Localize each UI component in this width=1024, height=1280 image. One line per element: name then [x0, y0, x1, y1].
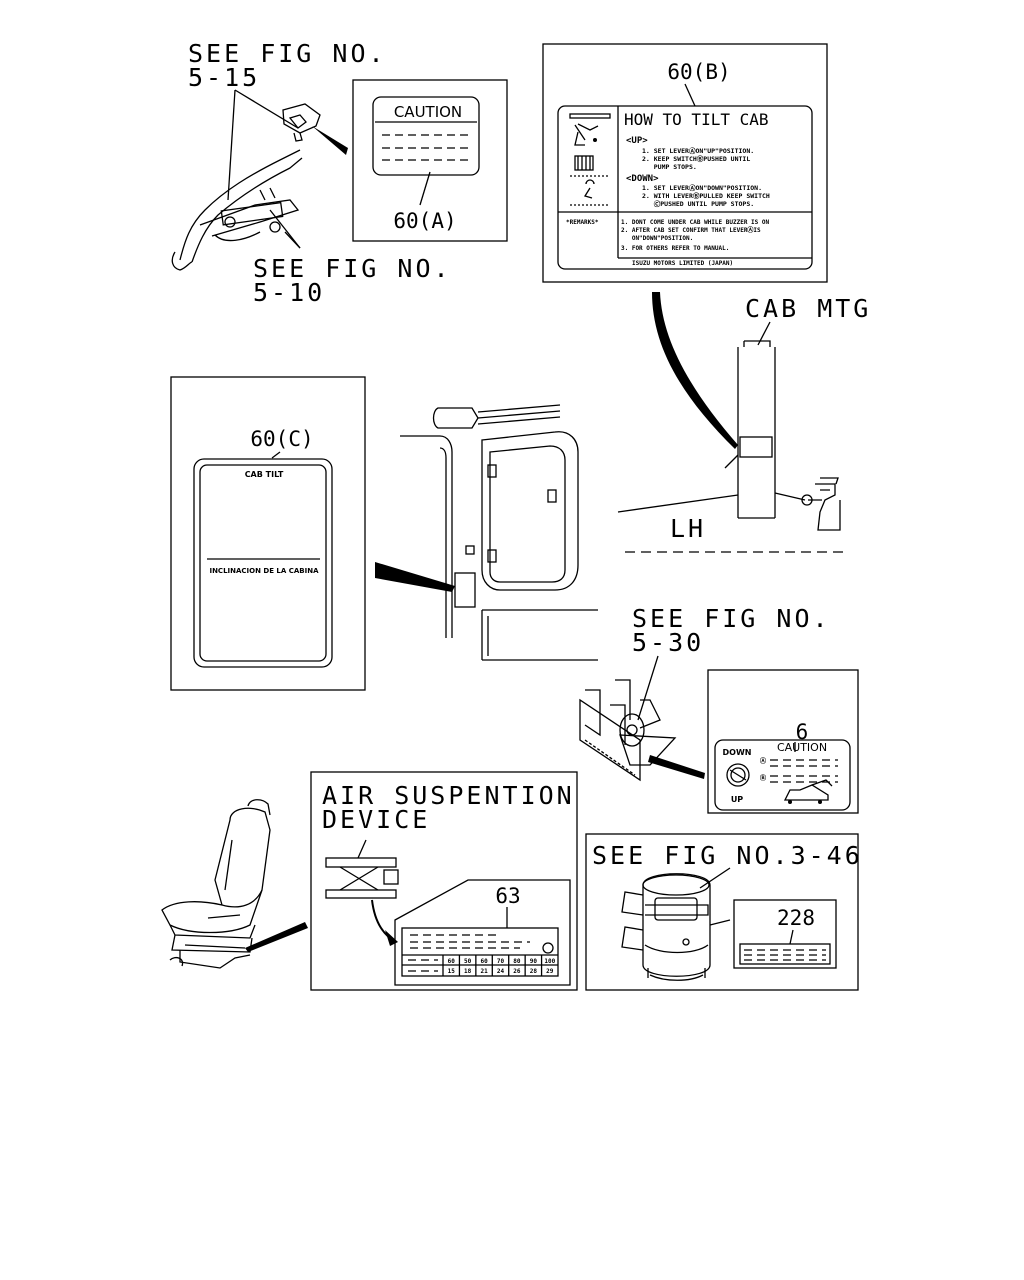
pump-bracket-part: [579, 679, 677, 782]
svg-text:CAB MTG: CAB MTG: [745, 294, 871, 323]
label-63-row1-cell: 100: [544, 958, 555, 965]
air-suspension-title-1: AIR SUSPENTION: [322, 781, 575, 810]
lock-bracket-part: [282, 103, 321, 142]
svg-text:5-30: 5-30: [632, 628, 704, 657]
label-228-part-no: 228: [777, 906, 815, 930]
label-63-row2-cell: 21: [480, 968, 488, 975]
air-tank-part: [621, 873, 731, 981]
svg-text:Ⓐ: Ⓐ: [760, 757, 766, 765]
label-63-row2-cell: 18: [464, 968, 472, 975]
svg-text:5-15: 5-15: [188, 63, 260, 92]
pointer-arrow-60b: [652, 292, 738, 449]
pointer-arrow-60c: [375, 562, 455, 592]
label-60b-down-step-1: 1. SET LEVERⒶON"DOWN"POSITION.: [642, 183, 762, 192]
label-228-panel: 228: [733, 899, 837, 969]
cab-door-sketch: [400, 404, 598, 661]
air-suspension-title-2: DEVICE: [322, 805, 430, 834]
label-60b-up-step-1: 1. SET LEVERⒶON"UP"POSITION.: [642, 146, 754, 155]
label-63-row2-cell: 29: [546, 968, 554, 975]
pointer-arrow-6: [648, 755, 705, 779]
label-6-up-label: UP: [731, 795, 743, 804]
svg-text:SEE FIG NO.: SEE FIG NO.: [253, 254, 452, 283]
label-60b-down-step-2: 2. WITH LEVERⒷPULLED KEEP SWITCH: [642, 191, 770, 200]
cab-mtg-callout: CAB MTG: [745, 294, 871, 323]
tilt-pictogram-icon: [569, 113, 611, 206]
label-60a-part-no: 60(A): [393, 209, 456, 233]
label-63-row1-cell: 50: [464, 958, 472, 965]
truck-pictogram-icon: [783, 779, 833, 804]
see-fig-5-10-callout: SEE FIG NO. 5-10: [253, 254, 452, 307]
pointer-arrow-seat: [245, 922, 308, 952]
label-60b-remark-1: 1. DONT COME UNDER CAB WHILE BUZZER IS O…: [621, 219, 769, 226]
label-63-row2-cell: 28: [530, 968, 538, 975]
label-6-part-no: 6: [796, 720, 809, 744]
label-63-row1-cell: 80: [513, 958, 521, 965]
label-60b-remark-3: ON"DOWN"POSITION.: [621, 235, 693, 242]
label-60b-panel: 60(B) HOW TO TILT CAB <UP> 1. SET LEVERⒶ…: [542, 43, 828, 283]
see-fig-5-15-callout: SEE FIG NO. 5-15: [188, 39, 387, 92]
label-63-row1-cell: 90: [530, 958, 538, 965]
label-60a-title: CAUTION: [394, 103, 462, 121]
label-63-table: 60 15 50 18 60 21 70 24 80 26 90 28 100 29: [408, 955, 556, 976]
cab-tilt-mechanism: [171, 149, 303, 271]
driver-seat-part: [161, 799, 271, 969]
label-60a-panel: CAUTION 60(A): [352, 79, 508, 242]
label-63-row1-cell: 60: [480, 958, 488, 965]
label-63-row1-cell: 60: [448, 958, 456, 965]
label-60c-top-text: CAB TILT: [245, 470, 284, 479]
label-6-panel: 6 DOWN UP CAUTION Ⓐ Ⓑ: [707, 669, 859, 814]
label-60b-title: HOW TO TILT CAB: [624, 110, 769, 129]
label-63-row1-cell: 70: [497, 958, 505, 965]
see-fig-3-46-callout: SEE FIG NO.3-46: [592, 841, 863, 870]
label-60b-remark-2: 2. AFTER CAB SET CONFIRM THAT LEVERⒶIS: [621, 226, 761, 234]
label-60b-remarks-label: *REMARKS*: [566, 219, 599, 226]
label-60b-remark-4: 3. FOR OTHERS REFER TO MANUAL.: [621, 245, 729, 252]
see-fig-3-46-panel: SEE FIG NO.3-46 228: [585, 833, 863, 991]
svg-text:SEE FIG NO.: SEE FIG NO.: [188, 39, 387, 68]
label-60b-up-step-3: PUMP STOPS.: [642, 163, 697, 171]
svg-text:Ⓑ: Ⓑ: [760, 774, 766, 782]
label-63-part-no: 63: [495, 884, 520, 908]
label-60b-down-heading: <DOWN>: [626, 174, 659, 184]
cab-mount-structure: [617, 340, 843, 553]
svg-text:5-10: 5-10: [253, 278, 325, 307]
label-60b-up-step-2: 2. KEEP SWITCHⒷPUSHED UNTIL: [642, 154, 750, 163]
label-6-title: CAUTION: [777, 741, 827, 754]
label-63-row2-cell: 15: [448, 968, 456, 975]
label-60b-part-no: 60(B): [667, 60, 730, 84]
label-60c-bottom-text: INCLINACION DE LA CABINA: [209, 567, 319, 575]
air-suspension-panel: AIR SUSPENTION DEVICE 63: [310, 771, 578, 991]
see-fig-5-30-callout: SEE FIG NO. 5-30: [632, 604, 831, 657]
lh-label: LH: [670, 514, 706, 543]
label-60c-part-no: 60(C): [250, 427, 313, 451]
label-60b-down-step-3: ⒸPUSHED UNTIL PUMP STOPS.: [642, 199, 754, 208]
label-60b-footer: ISUZU MOTORS LIMITED (JAPAN): [632, 260, 733, 267]
label-60c-panel: 60(C) CAB TILT INCLINACION DE LA CABINA: [170, 376, 366, 691]
svg-text:SEE FIG NO.: SEE FIG NO.: [632, 604, 831, 633]
label-60b-up-heading: <UP>: [626, 136, 648, 146]
label-6-down-label: DOWN: [723, 748, 752, 757]
scissor-lift-icon: [325, 839, 399, 899]
pointer-arrow-60a: [312, 126, 348, 155]
label-63-row2-cell: 24: [497, 968, 505, 975]
label-63-row2-cell: 26: [513, 968, 521, 975]
